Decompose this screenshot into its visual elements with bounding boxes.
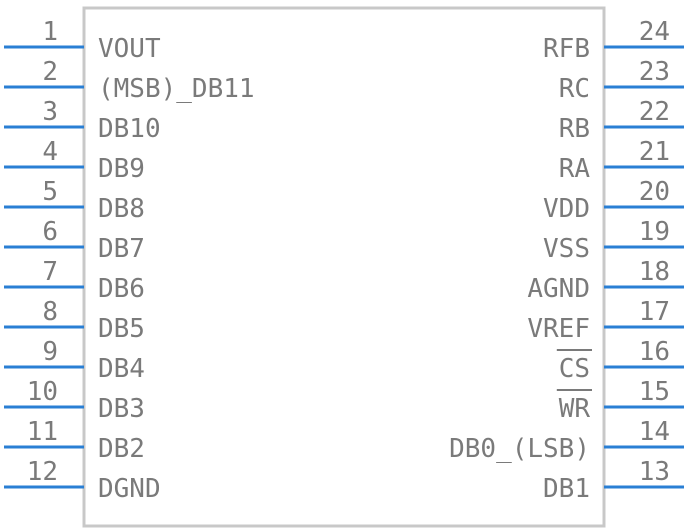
pin-number: 11 bbox=[27, 417, 58, 447]
left-pin-group: 1VOUT2(MSB)_DB113DB104DB95DB86DB77DB68DB… bbox=[4, 17, 255, 504]
pin-number: 3 bbox=[42, 97, 58, 127]
pin-label: DB2 bbox=[98, 434, 145, 464]
pin-number: 10 bbox=[27, 377, 58, 407]
pin-label: AGND bbox=[527, 274, 590, 304]
pin-number: 21 bbox=[639, 137, 670, 167]
pin-label: DB8 bbox=[98, 194, 145, 224]
pin-number: 20 bbox=[639, 177, 670, 207]
pin-label: DB0_(LSB) bbox=[449, 434, 590, 464]
pin-label: VOUT bbox=[98, 34, 161, 64]
pin-number: 22 bbox=[639, 97, 670, 127]
pin-number: 5 bbox=[42, 177, 58, 207]
pin-number: 17 bbox=[639, 297, 670, 327]
pin-number: 9 bbox=[42, 337, 58, 367]
pin-number: 15 bbox=[639, 377, 670, 407]
pin-label: DGND bbox=[98, 474, 161, 504]
pin-label: VDD bbox=[543, 194, 590, 224]
pin-number: 2 bbox=[42, 57, 58, 87]
pin-number: 12 bbox=[27, 457, 58, 487]
pin-label: DB3 bbox=[98, 394, 145, 424]
pin-number: 4 bbox=[42, 137, 58, 167]
pin-number: 1 bbox=[42, 17, 58, 47]
pin-2-msb-db11: 2 (MSB)_DB11 bbox=[4, 57, 255, 104]
ic-body-outline bbox=[82, 6, 606, 528]
pin-number: 18 bbox=[639, 257, 670, 287]
right-pin-group: 24RFB23RC22RB21RA20VDD19VSS18AGND17VREF1… bbox=[449, 17, 684, 504]
pin-number: 6 bbox=[42, 217, 58, 247]
pin-number: 7 bbox=[42, 257, 58, 287]
pin-label: VSS bbox=[543, 234, 590, 264]
pin-label: DB6 bbox=[98, 274, 145, 304]
pin-label: (MSB)_DB11 bbox=[98, 74, 255, 104]
pin-number: 16 bbox=[639, 337, 670, 367]
pin-label: WR bbox=[559, 394, 591, 424]
pin-label: VREF bbox=[527, 314, 590, 344]
pin-label: RB bbox=[559, 114, 590, 144]
pin-number: 14 bbox=[639, 417, 670, 447]
pin-number: 13 bbox=[639, 457, 670, 487]
pin-label: DB10 bbox=[98, 114, 161, 144]
pin-label: RFB bbox=[543, 34, 590, 64]
pin-label: DB1 bbox=[543, 474, 590, 504]
pin-number: 23 bbox=[639, 57, 670, 87]
pin-label: DB4 bbox=[98, 354, 145, 384]
pin-label: DB9 bbox=[98, 154, 145, 184]
pin-number: 24 bbox=[639, 17, 670, 47]
pin-label: RA bbox=[559, 154, 591, 184]
pin-number: 8 bbox=[42, 297, 58, 327]
pin-label: DB7 bbox=[98, 234, 145, 264]
pin-label: RC bbox=[559, 74, 590, 104]
pin-number: 19 bbox=[639, 217, 670, 247]
pin-label: DB5 bbox=[98, 314, 145, 344]
pin-label: CS bbox=[559, 354, 590, 384]
